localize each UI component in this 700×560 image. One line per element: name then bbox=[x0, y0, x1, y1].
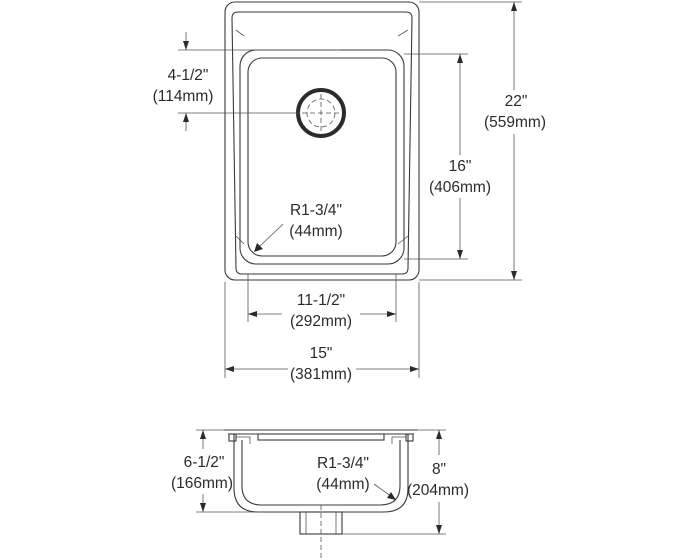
arrow-drain-bottom bbox=[183, 113, 189, 122]
leader-side-corner-radius bbox=[373, 483, 393, 498]
side-corner-radius-metric: (44mm) bbox=[316, 476, 369, 493]
arrow-bowl-width-left bbox=[248, 311, 257, 317]
side-clip-arm-right bbox=[391, 436, 406, 444]
bowl-width-metric: (292mm) bbox=[290, 313, 352, 330]
arrow-corner-radius bbox=[254, 243, 263, 252]
depth-right-imperial: 8" bbox=[432, 461, 446, 478]
arrow-depth-left-top bbox=[200, 430, 206, 439]
arrow-bowl-length-bottom bbox=[457, 250, 463, 259]
bowl-length-metric: (406mm) bbox=[429, 179, 491, 196]
side-corner-radius-imperial: R1-3/4" bbox=[317, 455, 369, 472]
side-mounting-clip-left bbox=[228, 433, 237, 442]
sink-rim-inner bbox=[231, 11, 413, 275]
arrow-width-right bbox=[410, 366, 419, 372]
side-bowl-outer bbox=[233, 434, 409, 513]
arrow-depth-right-bottom bbox=[436, 525, 442, 534]
arrow-drain-top bbox=[183, 41, 189, 50]
arrow-depth-right-top bbox=[436, 430, 442, 439]
sink-outer-rim bbox=[224, 1, 420, 281]
side-rim-channel bbox=[257, 433, 385, 441]
bowl-width-imperial: 11-1/2" bbox=[297, 292, 345, 309]
corner-radius-imperial: R1-3/4" bbox=[290, 202, 342, 219]
arrow-width-left bbox=[225, 366, 234, 372]
depth-right-metric: (204mm) bbox=[407, 482, 469, 499]
depth-left-metric: (166mm) bbox=[171, 475, 233, 492]
bowl-length-imperial: 16" bbox=[449, 158, 472, 175]
overall-length-metric: (559mm) bbox=[484, 114, 546, 131]
side-mounting-clip-right bbox=[405, 433, 414, 442]
arrow-side-corner-radius bbox=[387, 492, 396, 500]
depth-left-imperial: 6-1/2" bbox=[184, 454, 225, 471]
drain-offset-metric: (114mm) bbox=[153, 88, 214, 105]
leader-corner-radius bbox=[256, 223, 284, 250]
arrow-depth-left-bottom bbox=[200, 503, 206, 512]
arrow-length-bottom bbox=[511, 271, 517, 280]
side-view: 6-1/2" (166mm) R1-3/4" (44mm) 8" (204mm) bbox=[171, 429, 469, 558]
arrow-length-top bbox=[511, 2, 517, 11]
arrow-bowl-length-top bbox=[457, 54, 463, 63]
drain-offset-imperial: 4-1/2" bbox=[168, 67, 209, 84]
arrow-bowl-width-right bbox=[387, 311, 396, 317]
side-clip-arm-left bbox=[236, 436, 251, 444]
overall-length-imperial: 22" bbox=[505, 93, 528, 110]
overall-width-imperial: 15" bbox=[310, 345, 333, 362]
top-view: 4-1/2" (114mm) 22" (559mm) 16" (406mm) R… bbox=[153, 1, 546, 383]
side-bowl-inner bbox=[241, 440, 401, 506]
overall-width-metric: (381mm) bbox=[290, 366, 352, 383]
sink-bowl-inner bbox=[247, 57, 397, 257]
corner-radius-metric: (44mm) bbox=[289, 223, 342, 240]
